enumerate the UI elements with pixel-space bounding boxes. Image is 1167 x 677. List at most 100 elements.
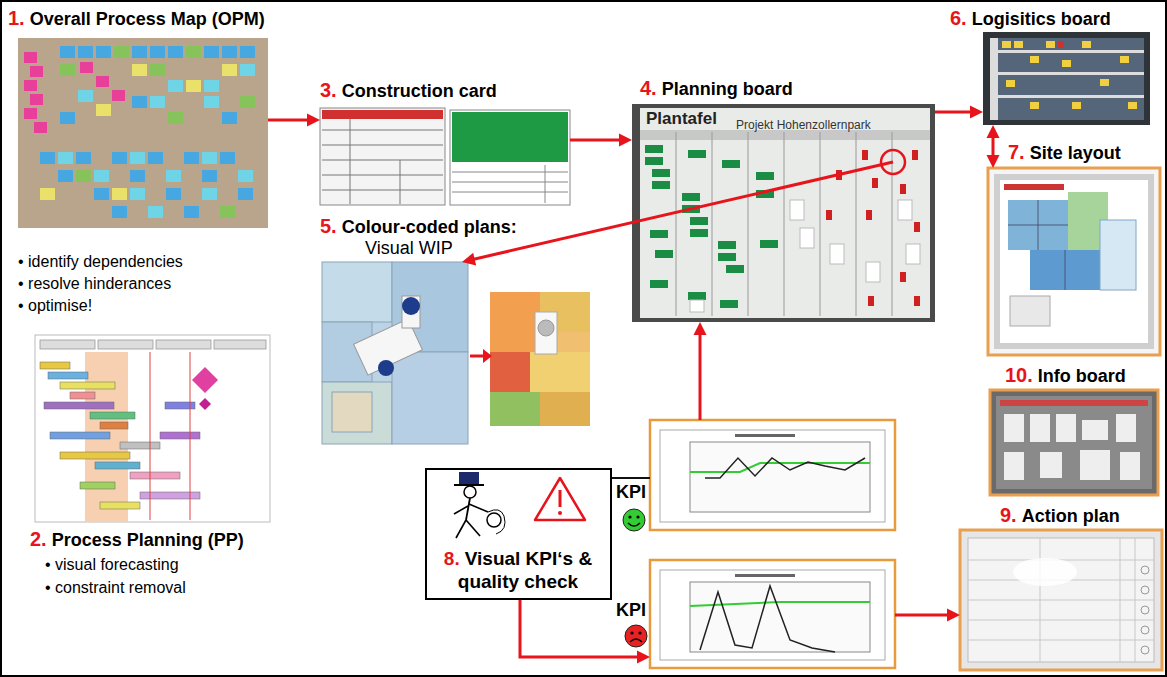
planning-board-photo — [914, 222, 920, 232]
text-group: 8.Visual KPI‘s & quality check — [443, 548, 593, 594]
planning-board-photo — [645, 145, 778, 308]
planning-board-photo — [690, 229, 708, 237]
opm-photo — [18, 38, 268, 228]
quality-check-figure — [487, 513, 501, 527]
action-plan-photo — [968, 538, 1154, 662]
logistics-board-photo — [1006, 80, 1015, 87]
step-title: Overall Process Map (OPM) — [30, 9, 265, 29]
process-planning-chart — [150, 352, 190, 520]
logistics-board-photo — [998, 50, 1144, 53]
process-planning-chart — [70, 392, 95, 399]
kpi-chart-good — [628, 523, 640, 526]
process-planning-chart — [40, 362, 70, 369]
action-plan-photo — [960, 530, 1162, 670]
bullet-note: • resolve hinderances — [18, 274, 171, 293]
step-number: 10. — [1005, 364, 1033, 386]
site-layout-photo — [1030, 250, 1100, 290]
bullet-note: • visual forecasting — [45, 555, 179, 574]
step-number: 7. — [1008, 141, 1025, 163]
opm-photo — [30, 94, 43, 105]
opm-photo — [148, 152, 163, 164]
info-board-photo — [1030, 414, 1050, 442]
construction-card-photo — [320, 108, 445, 205]
colour-coded-plan-photos — [538, 320, 554, 336]
process-planning-chart — [90, 412, 135, 419]
planning-board-photo — [690, 217, 708, 225]
text-group: Projekt Hohenzollernpark — [736, 114, 871, 133]
opm-photo — [220, 206, 235, 218]
planning-board-photo — [690, 200, 920, 312]
opm-photo — [76, 170, 235, 218]
logistics-board-photo — [998, 50, 1144, 98]
opm-photo — [132, 64, 147, 76]
opm-photo — [168, 46, 183, 58]
kpi-chart-bad — [630, 631, 633, 634]
logistics-board-photo — [1120, 56, 1129, 63]
opm-photo — [166, 170, 181, 182]
info-board-photo — [1120, 452, 1140, 480]
kpi-chart-good — [735, 434, 795, 437]
construction-card-photo — [452, 165, 568, 203]
bullet-note: • identify dependencies — [18, 252, 183, 271]
logistics-board-photo — [1030, 102, 1039, 109]
action-plan-photo — [1141, 566, 1149, 574]
opm-photo — [150, 96, 165, 108]
text-group: 4.Planning board — [640, 76, 793, 101]
opm-photo — [112, 188, 127, 200]
opm-photo — [94, 170, 109, 182]
flow-arrow — [268, 114, 320, 127]
construction-card-photo — [350, 119, 351, 204]
quality-check-figure — [466, 520, 480, 536]
opm-photo — [132, 96, 147, 108]
flow-arrow — [694, 322, 707, 420]
arrow-head — [619, 134, 632, 147]
opm-photo — [78, 46, 93, 58]
construction-card-photo — [452, 182, 568, 183]
logistics-board-photo — [1002, 41, 1011, 48]
logistics-board-photo — [998, 72, 1144, 75]
site-layout-photo — [1008, 200, 1068, 290]
process-planning-chart — [100, 502, 140, 509]
planning-board-photo — [718, 241, 736, 249]
opm-photo — [18, 38, 268, 228]
step-title: Info board — [1038, 366, 1126, 386]
arrow-head — [947, 609, 960, 622]
opm-photo — [166, 188, 181, 200]
info-board-photo — [1080, 450, 1110, 480]
opm-photo — [202, 170, 217, 182]
quality-check-figure — [488, 510, 505, 534]
flow-arrow — [462, 162, 893, 265]
colour-coded-plan-photos — [490, 292, 590, 426]
planning-board-photo — [856, 132, 857, 316]
flow-arrow — [895, 609, 960, 622]
kpi-chart-bad — [625, 625, 647, 647]
action-plan-photo — [968, 600, 1154, 601]
construction-card-photo — [322, 175, 443, 176]
bullet-note: • optimise! — [18, 296, 92, 315]
logistics-board-photo — [990, 38, 998, 120]
process-planning-chart — [44, 402, 114, 409]
site-layout-photo — [1004, 184, 1064, 190]
kpi-chart: KPI — [650, 420, 895, 530]
text-group: 10.Info board — [1005, 363, 1126, 388]
opm-photo — [58, 170, 73, 182]
planning-board-photo — [756, 172, 774, 180]
arrow-head — [637, 651, 650, 664]
kpi-label: KPI — [616, 600, 646, 620]
kpi-label: KPI — [616, 482, 646, 502]
flow-arrow — [612, 478, 650, 479]
logistics-board-photo — [1128, 102, 1137, 109]
text-group: 7.Site layout — [1008, 140, 1121, 165]
planning-board-photo — [866, 210, 872, 220]
process-planning-chart — [156, 340, 211, 349]
process-planning-chart — [40, 362, 200, 509]
opm-photo — [202, 152, 217, 164]
action-plan-photo — [960, 530, 1162, 670]
action-plan-photo — [968, 640, 1154, 641]
text-group: Plantafel — [646, 109, 717, 129]
opm-photo — [78, 90, 93, 102]
opm-photo — [184, 152, 199, 164]
